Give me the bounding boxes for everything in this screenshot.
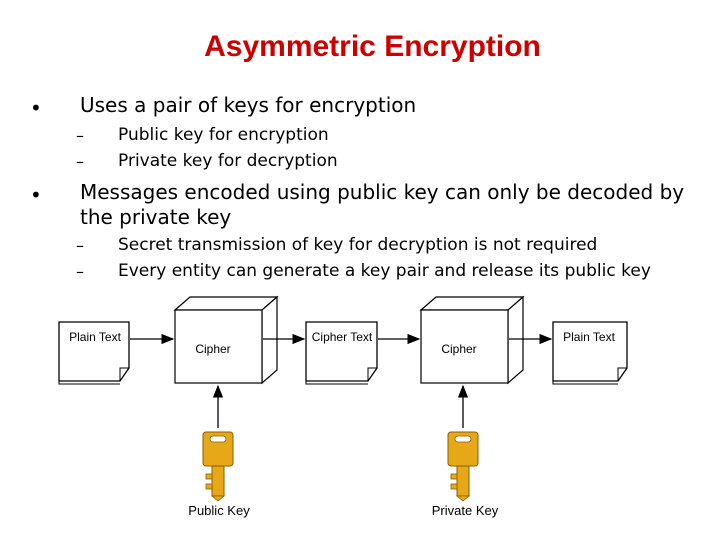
bullet-1-sub-1: Public key for encryption — [118, 125, 329, 145]
public-key-icon — [202, 431, 234, 502]
doc-label-cipher-text: Cipher Text — [312, 330, 373, 344]
bullet-1-text: Uses a pair of keys for encryption — [80, 93, 417, 117]
bullet-2-text-line1: Messages encoded using public key can on… — [80, 180, 685, 204]
bullet-1-sub-2: Private key for decryption — [118, 151, 338, 171]
slide-title: Asymmetric Encryption — [204, 30, 541, 63]
private-key-icon — [447, 431, 479, 502]
private-key-label: Private Key — [432, 503, 499, 518]
dash-marker: – — [76, 126, 84, 145]
dash-marker: – — [76, 236, 84, 255]
cube-label-cipher-2: Cipher — [441, 342, 476, 356]
bullet-dot: • — [30, 183, 42, 207]
dash-marker: – — [76, 262, 84, 281]
public-key-label: Public Key — [188, 503, 250, 518]
doc-label-plain-text-2: Plain Text — [563, 330, 615, 344]
doc-label-plain-text-1: Plain Text — [69, 330, 121, 344]
bullet-2-text-line2: the private key — [80, 205, 232, 229]
cube-label-cipher-1: Cipher — [195, 342, 230, 356]
bullet-2-sub-1: Secret transmission of key for decryptio… — [118, 235, 598, 255]
bullet-2-sub-2: Every entity can generate a key pair and… — [118, 261, 651, 281]
plain-text-document-icon: Plain Text — [552, 321, 628, 385]
cipher-cube-icon: Cipher — [173, 295, 279, 385]
cipher-text-document-icon: Cipher Text — [305, 321, 378, 385]
plain-text-document-icon: Plain Text — [58, 321, 130, 385]
cipher-cube-icon: Cipher — [419, 295, 525, 385]
dash-marker: – — [76, 152, 84, 171]
bullet-dot: • — [30, 96, 42, 120]
